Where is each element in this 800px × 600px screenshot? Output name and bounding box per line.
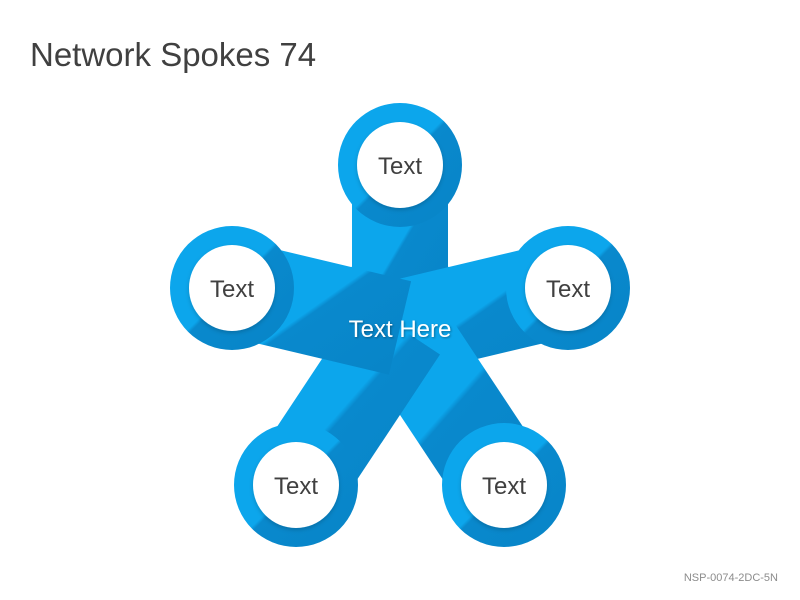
node-label-bottom-left: Text xyxy=(274,473,318,500)
node-circle-bottom-right xyxy=(461,442,547,528)
node-label-top: Text xyxy=(378,153,422,180)
node-circle-left xyxy=(189,245,275,331)
slide-code: NSP-0074-2DC-5N xyxy=(683,572,778,584)
node-label-right: Text xyxy=(546,276,590,303)
slide-title: Network Spokes 74 xyxy=(30,36,317,73)
node-circle-right xyxy=(525,245,611,331)
node-circle-top xyxy=(357,122,443,208)
center-label: Text Here xyxy=(349,316,452,343)
node-label-bottom-right: Text xyxy=(482,473,526,500)
node-circle-bottom-left xyxy=(253,442,339,528)
node-label-left: Text xyxy=(210,276,254,303)
